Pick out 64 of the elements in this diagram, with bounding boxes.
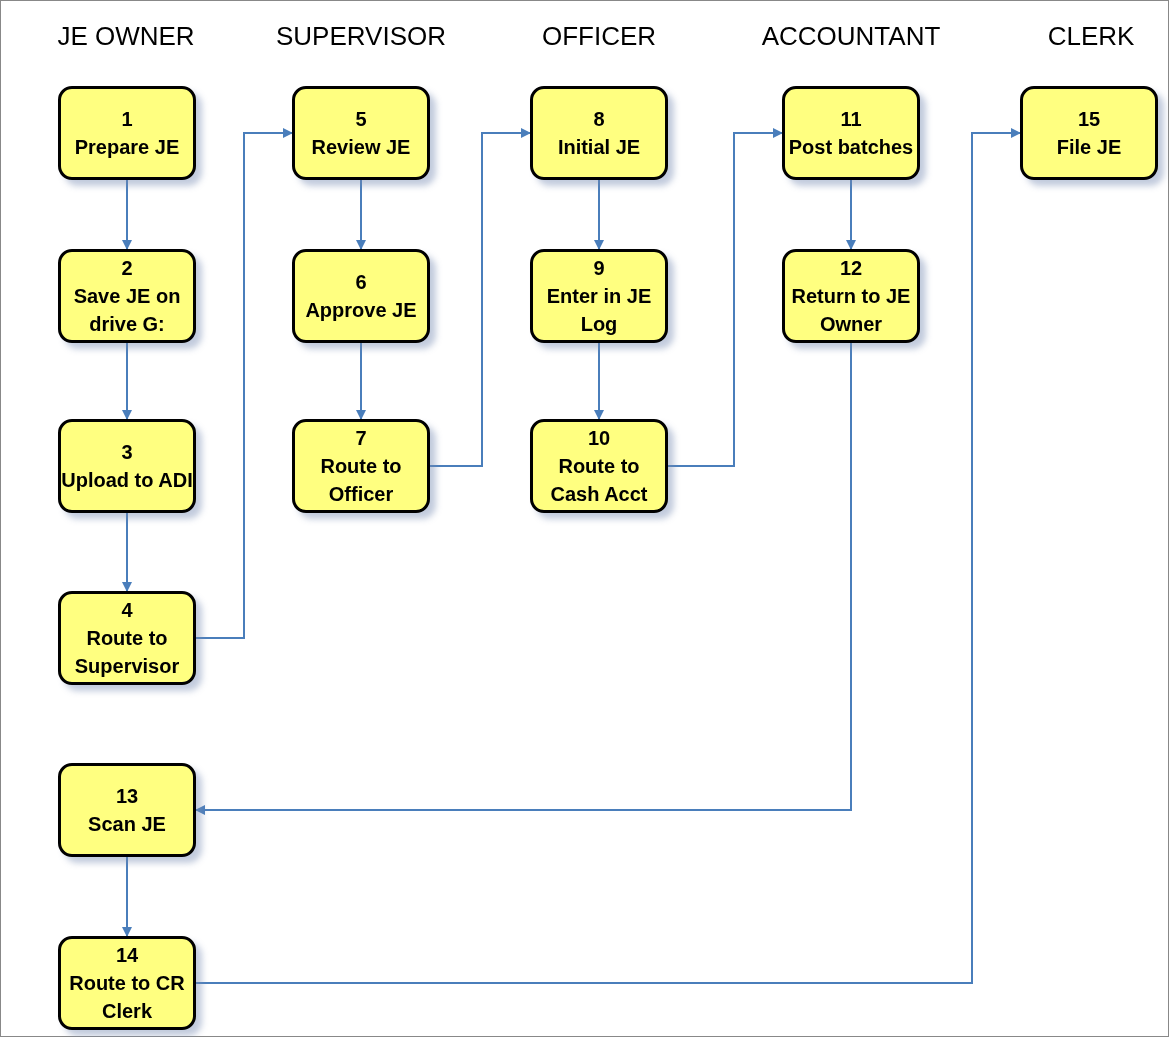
step-number: 8 (593, 107, 605, 132)
process-box (58, 936, 196, 1030)
arrow (429, 128, 531, 467)
step-label: Save JE on drive G: (72, 284, 182, 337)
arrow (356, 342, 366, 420)
step-number: 6 (355, 270, 367, 295)
lane-heading: SUPERVISOR (276, 23, 446, 49)
lane-heading: ACCOUNTANT (761, 23, 941, 49)
arrow (195, 128, 293, 639)
process-box (58, 591, 196, 685)
process-box (530, 249, 668, 343)
arrow (122, 342, 132, 420)
arrow (846, 179, 856, 250)
process-box (58, 86, 196, 180)
step-label: Review JE (311, 135, 411, 160)
arrow (195, 128, 1021, 984)
arrow (122, 179, 132, 250)
step-number: 3 (121, 440, 133, 465)
step-label: Upload to ADI (61, 468, 193, 493)
lane-heading: OFFICER (541, 23, 657, 49)
arrow (122, 512, 132, 592)
step-label: Initial JE (557, 135, 641, 160)
step-number: 12 (839, 256, 863, 281)
step-label: Route to CR Clerk (68, 971, 186, 1024)
process-box (58, 763, 196, 857)
step-number: 1 (121, 107, 133, 132)
step-number: 5 (355, 107, 367, 132)
step-label: Approve JE (305, 298, 417, 323)
step-label: Enter in JE Log (545, 284, 653, 337)
arrow (195, 342, 852, 815)
process-box (292, 86, 430, 180)
step-label: Return to JE Owner (790, 284, 912, 337)
process-box (292, 419, 430, 513)
process-box (58, 419, 196, 513)
step-label: Post batches (788, 135, 914, 160)
step-number: 10 (587, 426, 611, 451)
step-number: 4 (121, 598, 133, 623)
process-box (292, 249, 430, 343)
process-box (782, 86, 920, 180)
step-number: 13 (115, 784, 139, 809)
step-number: 7 (355, 426, 367, 451)
process-box (530, 419, 668, 513)
arrow (594, 179, 604, 250)
arrow (667, 128, 783, 467)
process-box (530, 86, 668, 180)
step-label: Route to Cash Acct (549, 454, 649, 507)
step-label: File JE (1056, 135, 1122, 160)
arrow (122, 856, 132, 937)
arrow (594, 342, 604, 420)
step-number: 2 (121, 256, 133, 281)
lane-heading: JE OWNER (57, 23, 195, 49)
process-box (58, 249, 196, 343)
step-number: 9 (593, 256, 605, 281)
arrow (356, 179, 366, 250)
step-label: Route to Officer (319, 454, 403, 507)
step-number: 15 (1077, 107, 1101, 132)
lane-heading: CLERK (1047, 23, 1135, 49)
step-number: 11 (840, 107, 862, 132)
step-label: Route to Supervisor (73, 626, 181, 679)
step-label: Scan JE (88, 812, 166, 837)
step-number: 14 (115, 943, 139, 968)
process-box (1020, 86, 1158, 180)
process-box (782, 249, 920, 343)
step-label: Prepare JE (74, 135, 180, 160)
